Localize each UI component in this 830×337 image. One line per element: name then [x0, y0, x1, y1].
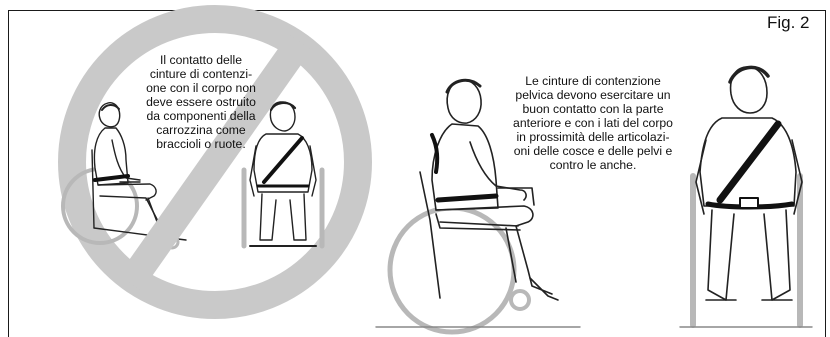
figure-label: Fig. 2: [767, 13, 810, 33]
caption-right-line: pelvica devono esercitare un: [512, 88, 674, 102]
caption-right-line: in prossimità delle articolazi-: [512, 130, 674, 144]
caption-left-line: one con il corpo non: [126, 81, 276, 95]
caption-left-line: deve essere ostruito: [126, 95, 276, 109]
caption-right: Le cinture di contenzione pelvica devono…: [512, 74, 674, 172]
caption-left-line: da componenti della: [126, 109, 276, 123]
caption-right-line: contro le anche.: [512, 158, 674, 172]
caption-left-line: carrozzina come: [126, 123, 276, 137]
caption-left: Il contatto delle cinture di contenzi- o…: [126, 53, 276, 151]
caption-left-line: braccioli o ruote.: [126, 137, 276, 151]
caption-left-line: Il contatto delle: [126, 53, 276, 67]
caption-left-line: cinture di contenzi-: [126, 67, 276, 81]
right-front-view-wheelchair: [680, 67, 812, 327]
right-side-rear-wheel: [390, 208, 514, 332]
caption-right-line: anteriore e con i lati del corpo: [512, 116, 674, 130]
caption-right-line: oni delle cosce e delle pelvi e: [512, 144, 674, 158]
caption-right-line: buon contatto con la parte: [512, 102, 674, 116]
right-side-front-wheel: [511, 291, 529, 309]
caption-right-line: Le cinture di contenzione: [512, 74, 674, 88]
